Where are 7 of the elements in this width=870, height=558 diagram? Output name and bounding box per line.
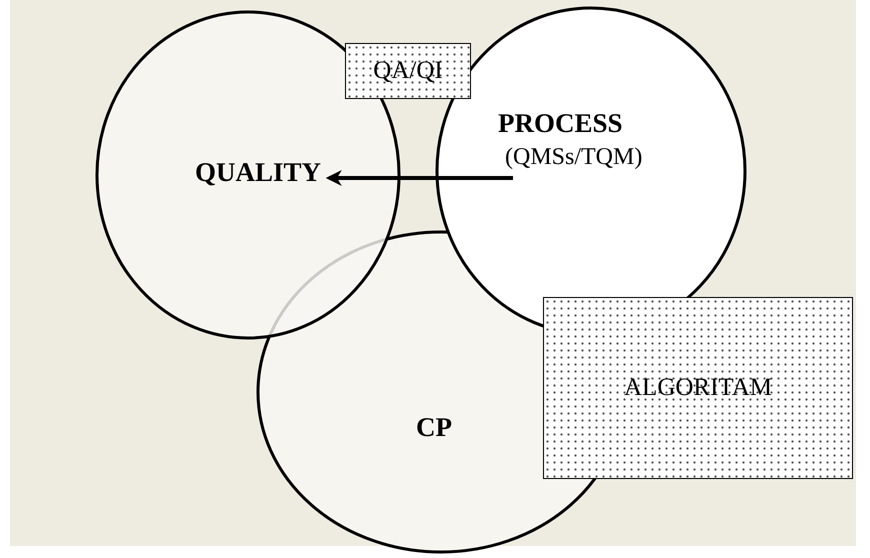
circle-label: QUALITY	[195, 157, 322, 188]
arrow	[326, 170, 513, 186]
circle-label: CP	[416, 412, 452, 443]
circle-label: PROCESS	[498, 108, 623, 139]
dotted-label-box: ALGORITAM	[543, 297, 853, 479]
circle-sublabel: (QMSs/TQM)	[505, 144, 642, 171]
dotted-label-box: QA/QI	[345, 43, 471, 99]
